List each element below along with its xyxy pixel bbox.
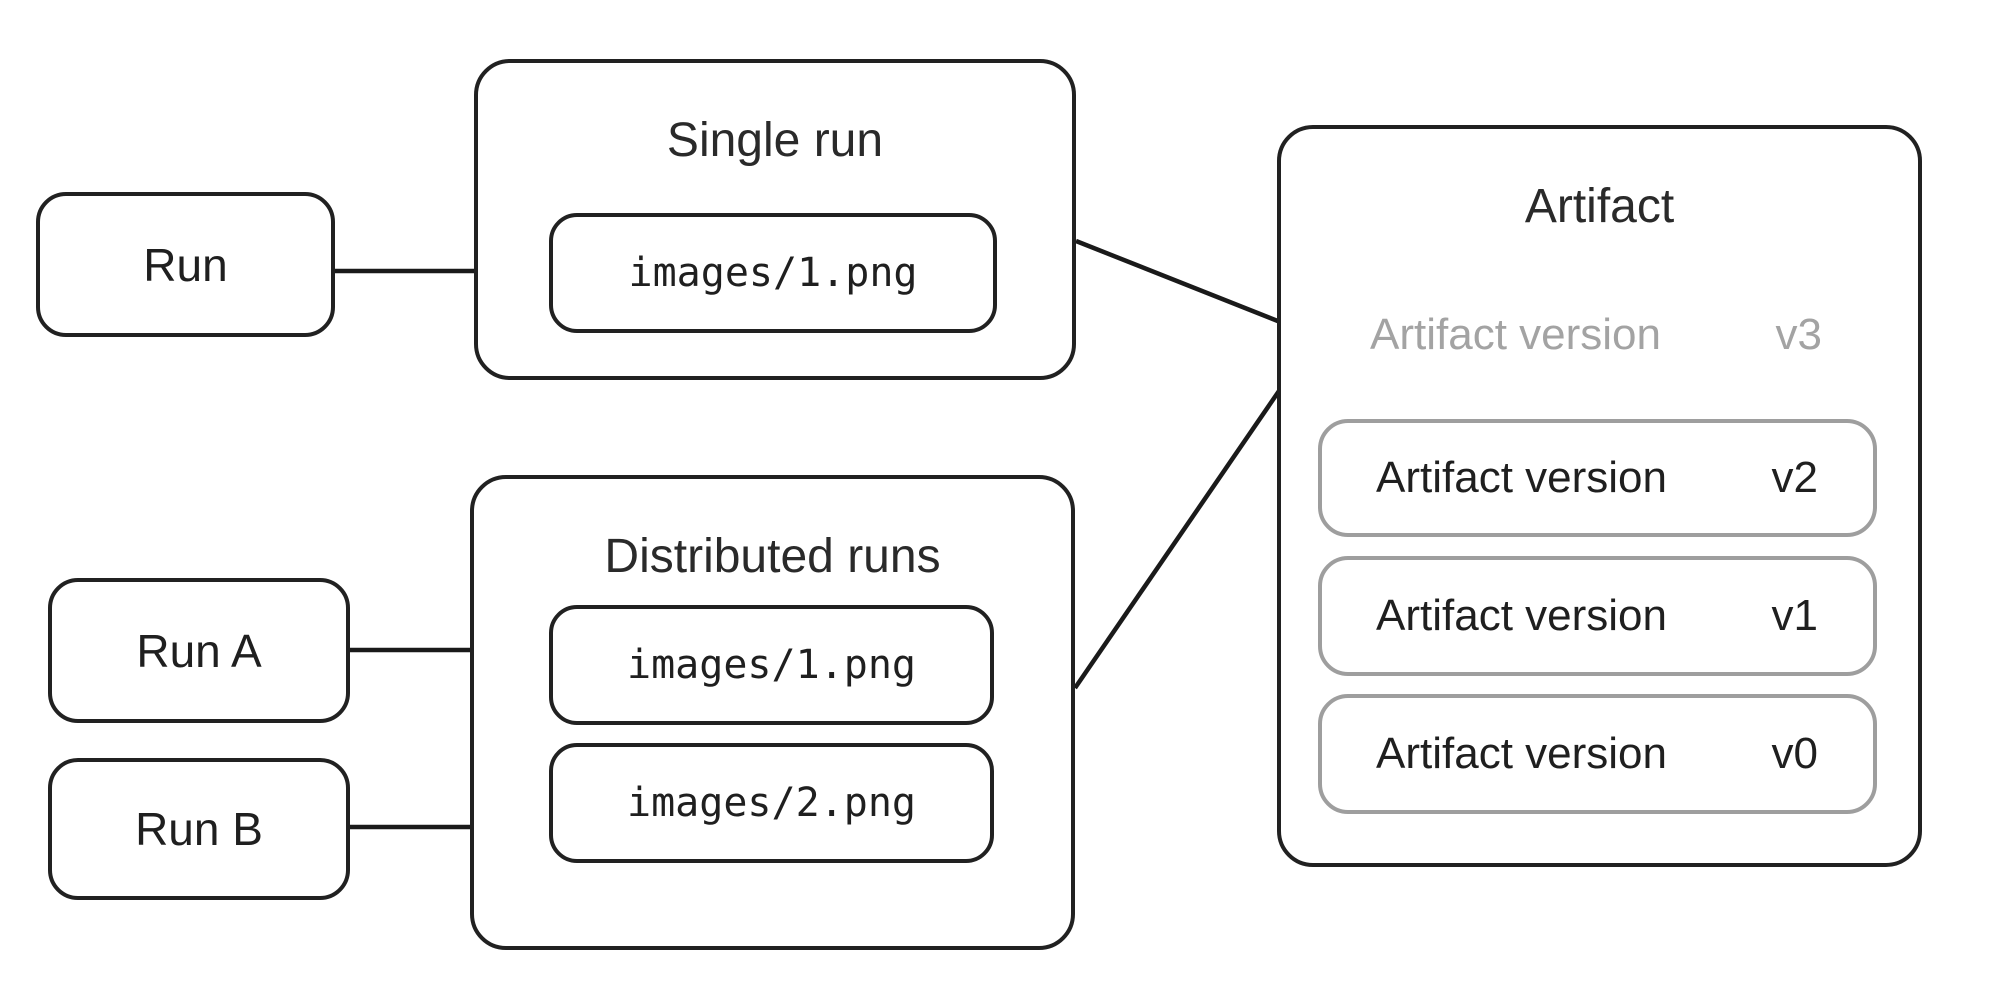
artifact-version-label: Artifact version [1376, 591, 1667, 640]
artifact-version-v3-pending: Artifact version v3 [1316, 273, 1877, 397]
run-node-label: Run [143, 238, 228, 291]
artifact-group-title: Artifact [1524, 180, 1675, 233]
artifact-version-label: Artifact version [1376, 453, 1667, 502]
distributed-file2-node: images/2.png [549, 743, 994, 863]
artifact-version-label: Artifact version [1370, 310, 1661, 359]
run-b-node-label: Run B [135, 803, 263, 855]
single-run-file-label: images/1.png [628, 250, 918, 296]
artifact-version-tag: v0 [1771, 729, 1818, 778]
distributed-file1-node: images/1.png [549, 605, 994, 725]
artifact-version-v2: Artifact version v2 [1318, 419, 1877, 537]
run-b-node: Run B [48, 758, 350, 900]
artifact-version-label: Artifact version [1376, 729, 1667, 778]
single-run-group-title: Single run [666, 114, 884, 167]
single-run-file-node: images/1.png [549, 213, 997, 333]
distributed-file1-label: images/1.png [627, 642, 916, 688]
distributed-runs-group-title: Distributed runs [604, 530, 941, 583]
run-node: Run [36, 192, 335, 337]
artifact-version-v1: Artifact version v1 [1318, 556, 1877, 676]
run-a-node-label: Run A [136, 624, 262, 677]
distributed-file2-label: images/2.png [627, 780, 916, 826]
run-a-node: Run A [48, 578, 350, 723]
artifact-version-v0: Artifact version v0 [1318, 694, 1877, 814]
artifact-version-tag: v3 [1775, 310, 1822, 359]
artifact-version-tag: v1 [1771, 591, 1818, 640]
artifact-version-tag: v2 [1771, 453, 1818, 502]
